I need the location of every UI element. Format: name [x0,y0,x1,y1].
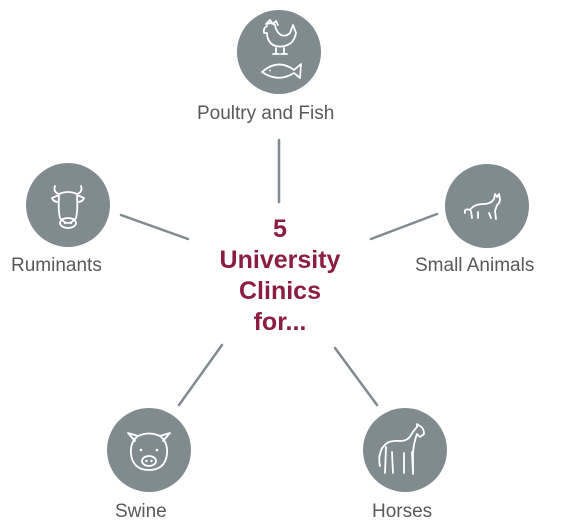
center-title-line-3: Clinics [239,277,321,305]
node-label-poultry-fish: Poultry and Fish [197,103,335,124]
chicken-fish-icon [261,19,302,79]
node-label-swine: Swine [115,501,167,522]
node-small-animals [445,164,529,248]
node-circle-horses [363,408,447,492]
center-title-line-4: for... [253,308,307,336]
cat-icon [463,193,501,220]
horse-icon [378,423,425,475]
connector-horses [333,346,379,407]
node-label-horses: Horses [372,501,433,522]
center-title-line-1: 5 [273,215,287,243]
node-label-ruminants: Ruminants [11,255,102,276]
pig-icon [127,432,171,471]
center-title: 5 University Clinics for... [160,214,400,338]
connector-small-animals [369,212,439,241]
node-horses [363,408,447,492]
node-label-small-animals: Small Animals [415,255,535,276]
connector-swine [177,343,224,407]
node-ruminants [26,163,110,247]
node-swine [107,408,191,492]
cow-icon [51,185,85,229]
node-circle-ruminants [26,163,110,247]
connector-ruminants [119,213,190,241]
node-poultry-fish [237,10,321,94]
node-circle-poultry-fish [237,10,321,94]
node-circle-small-animals [445,164,529,248]
node-circle-swine [107,408,191,492]
center-title-line-2: University [219,246,341,274]
